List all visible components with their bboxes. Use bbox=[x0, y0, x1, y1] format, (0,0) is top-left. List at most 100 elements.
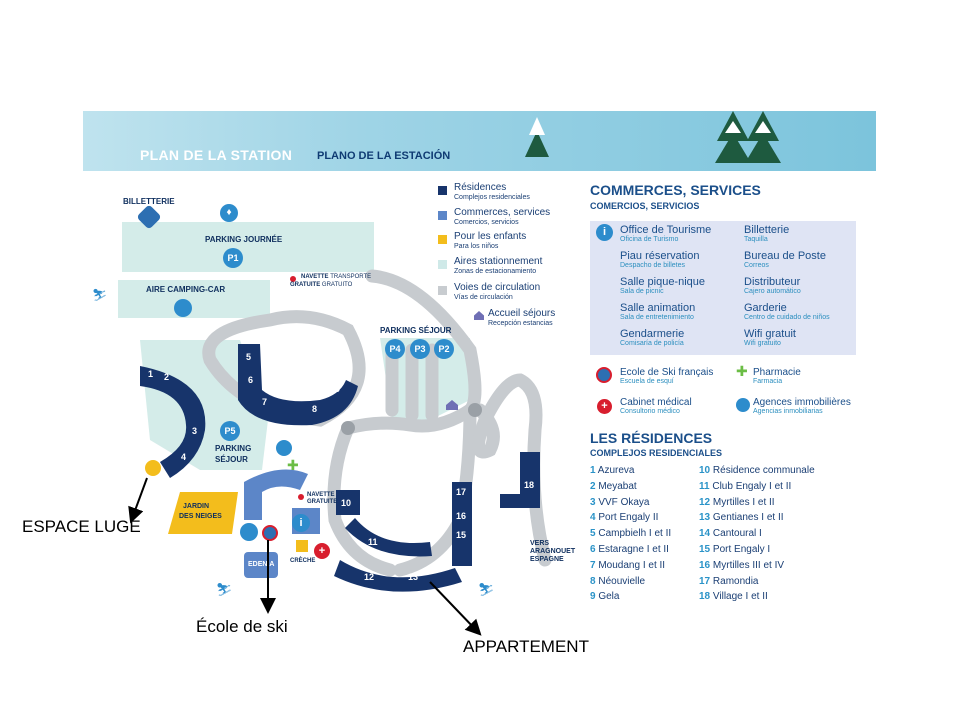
road-main bbox=[365, 269, 482, 417]
restroom-icon bbox=[240, 523, 258, 541]
residence-item: 5 Campbielh I et II bbox=[590, 528, 672, 540]
residence-item: 13 Gentianes I et II bbox=[699, 512, 784, 524]
building-number: 7 bbox=[262, 397, 268, 407]
residence-item: 18 Village I et II bbox=[699, 591, 768, 603]
camper-icon bbox=[174, 299, 192, 317]
parking-p1-icon: P1 bbox=[223, 248, 243, 268]
roundabout bbox=[468, 403, 482, 417]
tree-icon bbox=[715, 111, 751, 163]
shuttle-stop-icon bbox=[290, 276, 296, 282]
legend-sublabel: Recepción estancias bbox=[488, 320, 553, 327]
tree-icon bbox=[525, 117, 549, 157]
legend-label: Pour les enfants bbox=[454, 231, 527, 242]
skier-icon: ⛷ bbox=[478, 582, 495, 597]
jardin-label-1: JARDIN bbox=[183, 503, 210, 510]
info-icon: i bbox=[596, 224, 613, 241]
legend-label: Voies de circulation bbox=[454, 282, 541, 293]
residence-item: 7 Moudang I et II bbox=[590, 559, 666, 571]
parking-sejour-top-area bbox=[380, 338, 470, 420]
legend-swatch bbox=[438, 211, 447, 220]
building-number: 13 bbox=[408, 572, 419, 582]
residence-item: 11 Club Engaly I et II bbox=[699, 480, 792, 492]
creche-label: CRÈCHE bbox=[290, 558, 316, 564]
medical-icon: + bbox=[314, 543, 330, 559]
vers-label-1: VERS bbox=[530, 540, 550, 547]
residence-5-9-block bbox=[238, 344, 358, 426]
parking-sejour-top-label: PARKING SÉJOUR bbox=[380, 326, 452, 335]
building-number: 18 bbox=[524, 480, 535, 490]
sled-icon bbox=[145, 460, 161, 476]
services-heading: COMMERCES, SERVICES bbox=[590, 182, 761, 198]
legend-sublabel: Zonas de estacionamiento bbox=[454, 268, 537, 275]
residence-item: 17 Ramondia bbox=[699, 575, 759, 587]
residence-item: 10 Résidence communale bbox=[699, 465, 815, 476]
accueil-sejours-icon bbox=[446, 400, 458, 410]
building-number: 1 bbox=[148, 369, 154, 379]
building-number: 6 bbox=[248, 375, 254, 385]
services-subheading: COMERCIOS, SERVICIOS bbox=[590, 201, 700, 211]
legend-sublabel: Comercios, servicios bbox=[454, 219, 519, 226]
legend-sublabel: Para los niños bbox=[454, 243, 499, 250]
map-title: PLAN DE LA STATION bbox=[140, 147, 293, 163]
residence-item: 1 Azureva bbox=[590, 465, 635, 476]
residence-item: 16 Myrtilles III et IV bbox=[699, 559, 785, 571]
building-number: 4 bbox=[181, 452, 187, 462]
building-number: 16 bbox=[456, 511, 467, 521]
parking-p5-icon: P5 bbox=[220, 421, 240, 441]
info-icon: i bbox=[292, 514, 310, 532]
road-down-left bbox=[327, 421, 397, 577]
residence-item: 4 Port Engaly II bbox=[590, 512, 659, 524]
appartement-annotation: APPARTEMENT bbox=[463, 637, 589, 656]
building-number: 3 bbox=[192, 426, 198, 436]
tree-icons bbox=[525, 111, 781, 163]
aire-camping-car-area bbox=[118, 280, 270, 318]
building-number: 5 bbox=[246, 352, 252, 362]
residences-list-right: 10 Résidence communale 11 Club Engaly I … bbox=[699, 465, 815, 607]
legend-sublabel: Vías de circulación bbox=[454, 294, 513, 301]
residence-item: 9 Gela bbox=[590, 591, 620, 603]
legend-label: Résidences bbox=[454, 182, 507, 193]
parking-p4-icon: P4 bbox=[385, 339, 405, 359]
pharmacy-icon: ✚ bbox=[736, 363, 748, 379]
vers-label-2: ARAGNOUET bbox=[530, 548, 576, 555]
ski-school-icon bbox=[262, 525, 278, 541]
parking-sejour-left-label-1: PARKING bbox=[215, 444, 252, 453]
vers-label-3: ESPAGNE bbox=[530, 556, 564, 563]
medical-icon: + bbox=[597, 399, 612, 414]
shuttle-stop-icon bbox=[298, 494, 304, 500]
accueil-sejours-icon bbox=[474, 311, 484, 320]
residence-item: 15 Port Engaly I bbox=[699, 543, 771, 555]
pharmacy-icon: ✚ bbox=[287, 457, 299, 473]
parking-journee-area bbox=[122, 222, 374, 272]
parking-p3-icon: P3 bbox=[410, 339, 430, 359]
aire-camping-car-label: AIRE CAMPING-CAR bbox=[146, 285, 226, 294]
legend-swatch bbox=[438, 186, 447, 195]
key-icon bbox=[276, 440, 292, 456]
residences-heading: LES RÉSIDENCES bbox=[590, 430, 713, 446]
residence-item: 12 Myrtilles I et II bbox=[699, 496, 775, 508]
building-number: 2 bbox=[164, 372, 170, 382]
creche-area bbox=[296, 540, 308, 552]
ecole-de-ski-annotation: École de ski bbox=[196, 617, 288, 636]
parking-p2-icon: P2 bbox=[434, 339, 454, 359]
edenia-label: EDENIA bbox=[248, 561, 275, 568]
building-number: 14 bbox=[442, 556, 453, 566]
residence-1-4-block bbox=[140, 366, 206, 478]
residences-subheading: COMPLEJOS RESIDENCIALES bbox=[590, 448, 723, 458]
espace-luge-annotation: ESPACE LUGE bbox=[22, 517, 141, 536]
legend-swatch bbox=[438, 286, 447, 295]
building-number: 17 bbox=[456, 487, 467, 497]
jardin-label-2: DES NEIGES bbox=[179, 513, 222, 520]
residence-item: 2 Meyabat bbox=[590, 480, 637, 492]
